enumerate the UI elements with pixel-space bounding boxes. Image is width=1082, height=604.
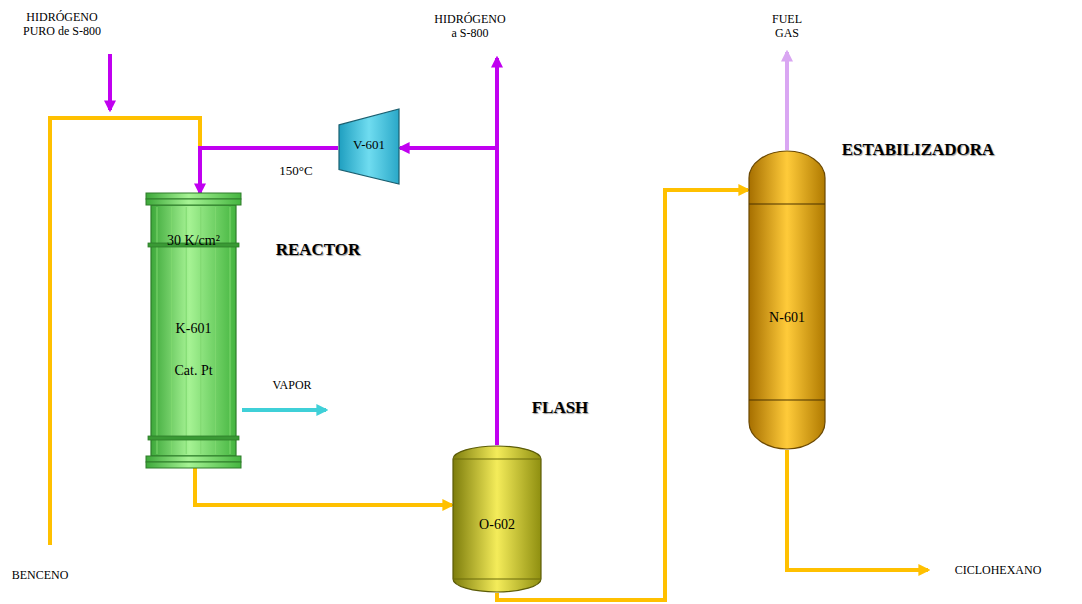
stream-label: HIDRÓGENO PURO de S-800 (12, 10, 112, 39)
temperature-label: 150°C (266, 163, 326, 179)
vessel-outline (748, 150, 826, 450)
reactor-vessel: 30 K/cm² K-601Cat. Pt (145, 193, 242, 468)
cyclohexane-line (787, 450, 928, 570)
seam (453, 459, 541, 460)
stream-label: BENCENO (0, 568, 80, 582)
steam-line (242, 408, 326, 412)
compressor-symbol: V-601 (338, 108, 400, 185)
equipment-title: ESTABILIZADORA (833, 140, 1003, 160)
seam (453, 579, 541, 580)
process-stream (200, 148, 338, 193)
drum-body (453, 446, 541, 592)
fuel-gas-line (785, 52, 789, 150)
hydrogen-feed-line (108, 54, 112, 110)
equipment-tag: N-601 (769, 310, 805, 326)
seam (749, 203, 825, 204)
flange (146, 456, 241, 462)
stream-label: CICLOHEXANO (938, 563, 1058, 577)
stream-label: VAPOR (262, 378, 322, 392)
process-stream (195, 468, 452, 505)
hydrogen-export-line (495, 58, 499, 150)
equipment-tag: Cat. Pt (174, 363, 214, 379)
stream-label: FUEL GAS (767, 12, 807, 41)
flange (146, 193, 241, 199)
compressor-body (339, 109, 399, 184)
process-stream (400, 148, 497, 445)
equipment-tag: 30 K/cm² (167, 233, 220, 249)
stabilizer-column: N-601 (748, 150, 826, 450)
tube-sheet (148, 436, 239, 440)
column-body (749, 151, 825, 449)
equipment-title: REACTOR (268, 240, 368, 260)
flash-drum: O-602 (452, 445, 542, 593)
flange (146, 199, 241, 205)
flange (146, 462, 241, 468)
stream-label: HIDRÓGENO a S-800 (433, 12, 507, 41)
equipment-tag: K-601 (176, 321, 212, 337)
equipment-title: FLASH (520, 398, 600, 418)
equipment-tag: V-601 (353, 138, 385, 153)
seam (749, 399, 825, 400)
equipment-tag: O-602 (479, 517, 515, 533)
